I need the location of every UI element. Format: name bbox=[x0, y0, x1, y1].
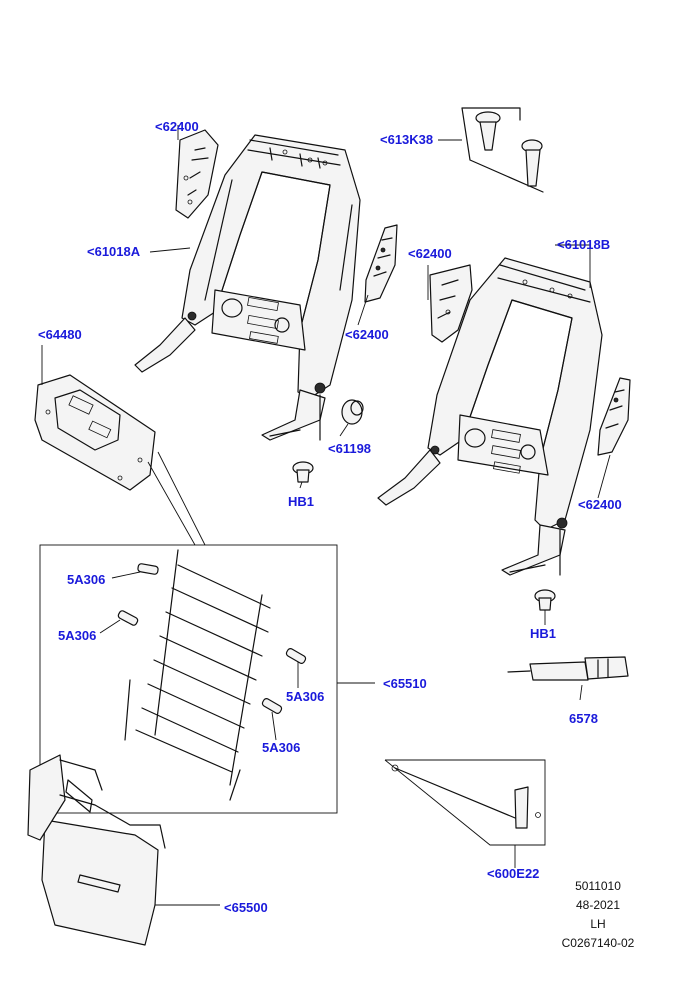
tool-kit-600e22 bbox=[384, 759, 546, 846]
trim-panel-62400-tl bbox=[175, 129, 219, 219]
fastener-613k38 bbox=[461, 107, 544, 193]
callout-65510[interactable]: <65510 bbox=[383, 676, 427, 691]
callout-62400-right[interactable]: <62400 bbox=[578, 497, 622, 512]
backing-board-64480 bbox=[34, 374, 156, 491]
reference-date: 48-2021 bbox=[575, 898, 621, 912]
callout-5a306-d[interactable]: 5A306 bbox=[262, 740, 301, 755]
callout-5a306-a[interactable]: 5A306 bbox=[67, 572, 106, 587]
grease-gun-6578 bbox=[507, 656, 629, 681]
callout-61018a[interactable]: <61018A bbox=[87, 244, 141, 259]
callout-61018b[interactable]: <61018B bbox=[557, 237, 611, 252]
reference-block: 5011010 48-2021 LH C0267140-02 bbox=[555, 877, 641, 953]
callout-61198[interactable]: <61198 bbox=[328, 441, 372, 456]
callout-62400-center[interactable]: <62400 bbox=[408, 246, 452, 261]
reference-code: 5011010 bbox=[575, 879, 621, 893]
knob-61198 bbox=[341, 399, 364, 425]
callout-5a306-b[interactable]: 5A306 bbox=[58, 628, 97, 643]
seat-frame-61018a bbox=[134, 134, 361, 441]
callout-64480[interactable]: <64480 bbox=[38, 327, 82, 342]
leader-lines bbox=[41, 125, 611, 906]
callout-62400-mid[interactable]: <62400 bbox=[345, 327, 389, 342]
reference-side: LH bbox=[590, 917, 606, 931]
seat-frame-61018b bbox=[377, 257, 603, 576]
reference-illustration-id: C0267140-02 bbox=[561, 936, 635, 950]
trim-panel-62400-r bbox=[597, 377, 631, 456]
callout-6578[interactable]: 6578 bbox=[569, 711, 598, 726]
callout-62400-top-left[interactable]: <62400 bbox=[155, 119, 199, 134]
bolt-hb1-a bbox=[292, 461, 314, 483]
callout-600e22[interactable]: <600E22 bbox=[487, 866, 540, 881]
trim-panel-62400-mid bbox=[364, 224, 398, 303]
bolt-hb1-b bbox=[534, 589, 556, 611]
callout-65500[interactable]: <65500 bbox=[224, 900, 268, 915]
callout-5a306-c[interactable]: 5A306 bbox=[286, 689, 325, 704]
trim-panel-62400-cen bbox=[429, 264, 473, 343]
callout-613k38[interactable]: <613K38 bbox=[380, 132, 434, 147]
lumbar-grid-65510 bbox=[39, 544, 338, 814]
callout-hb1-b[interactable]: HB1 bbox=[530, 626, 557, 641]
seat-back-panel-65500 bbox=[27, 754, 166, 946]
callout-hb1-a[interactable]: HB1 bbox=[288, 494, 315, 509]
